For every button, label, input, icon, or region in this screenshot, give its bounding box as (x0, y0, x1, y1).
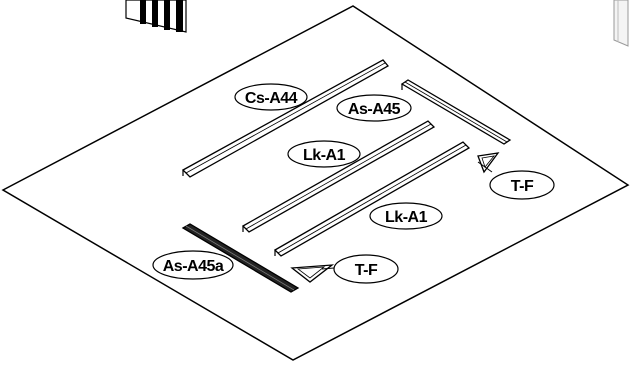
label-tf-bottom: T-F (333, 254, 399, 284)
label-cs-a44: Cs-A44 (234, 83, 308, 111)
rail-cs-a44 (181, 59, 389, 178)
svg-text:As-A45: As-A45 (348, 101, 401, 118)
svg-text:Lk-A1: Lk-A1 (303, 147, 346, 164)
rail-lk-a1-lower (273, 141, 471, 257)
rail-lk-a1-upper (241, 120, 436, 233)
label-lk-a1-upper: Lk-A1 (287, 140, 361, 168)
svg-text:Lk-A1: Lk-A1 (385, 209, 428, 226)
svg-text:T-F: T-F (355, 262, 378, 279)
striped-part-fragment (125, 0, 187, 33)
rail-as-a45a (181, 223, 300, 293)
bracket-tf-bottom (290, 264, 335, 283)
label-as-a45: As-A45 (336, 94, 412, 122)
svg-text:Cs-A44: Cs-A44 (245, 90, 298, 107)
svg-text:As-A45a: As-A45a (163, 258, 224, 275)
label-as-a45a: As-A45a (152, 250, 234, 280)
leader-lines (321, 161, 493, 270)
label-lk-a1-lower: Lk-A1 (369, 202, 443, 230)
svg-text:T-F: T-F (511, 178, 534, 195)
rail-as-a45 (400, 79, 512, 145)
panel-fragment (613, 0, 629, 47)
label-tf-right: T-F (489, 170, 555, 200)
